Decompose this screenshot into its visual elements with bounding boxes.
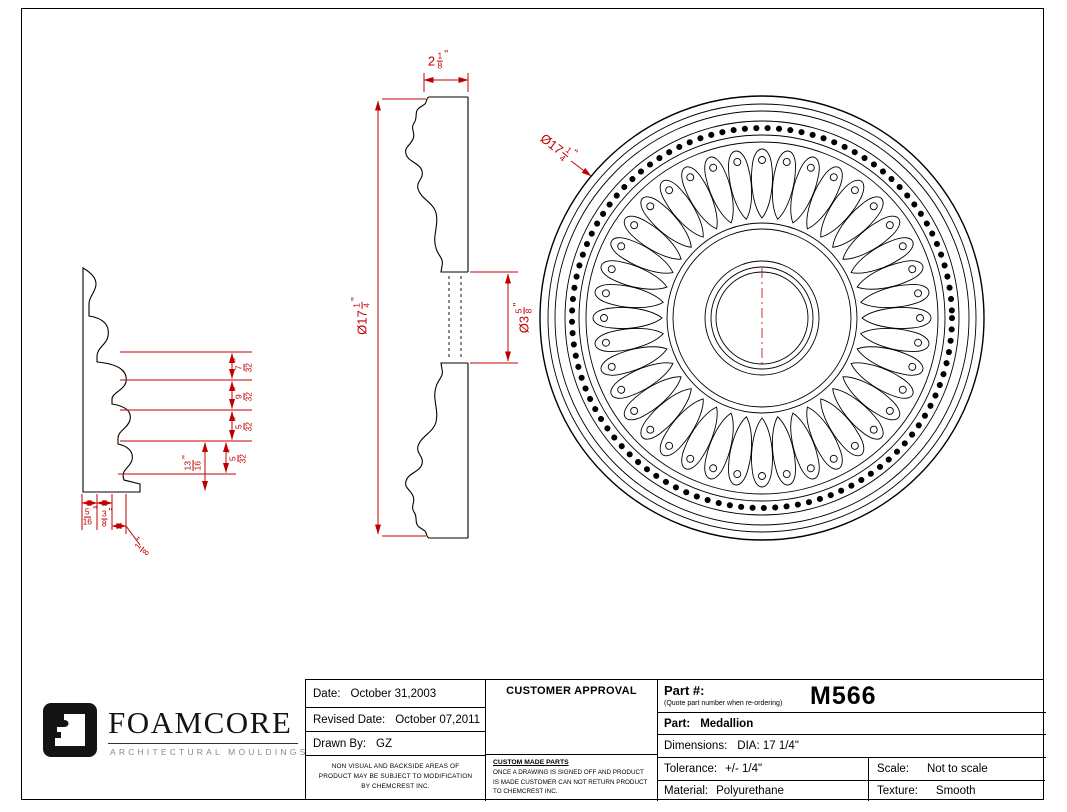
custom-parts-body: ONCE A DRAWING IS SIGNED OFF AND PRODUCT… xyxy=(493,769,648,796)
dimension-lines xyxy=(81,73,592,546)
part-number-row: Part #: (Quote part number when re-order… xyxy=(658,680,1046,713)
texture-label: Texture: xyxy=(877,784,918,797)
page-border xyxy=(21,8,1044,800)
dimensions-label: Dimensions: xyxy=(664,740,728,752)
title-block: Date: October 31,2003 Revised Date: Octo… xyxy=(305,679,1046,801)
company-logo: FOAMCORE ARCHITECTURAL MOULDINGS xyxy=(42,702,308,758)
moulding-profile-icon xyxy=(43,703,97,757)
part-row: Part: Medallion xyxy=(658,713,1046,735)
profile-view xyxy=(82,267,141,493)
company-tagline: ARCHITECTURAL MOULDINGS xyxy=(110,747,309,757)
hidden-bore-lines xyxy=(448,276,462,360)
part-number-subnote: (Quote part number when re-ordering) xyxy=(664,700,783,707)
revised-date-value: October 07,2011 xyxy=(395,713,481,726)
part-number: M566 xyxy=(810,682,877,710)
cross-section-view xyxy=(405,96,469,539)
medallion-rings xyxy=(539,95,985,541)
part-value: Medallion xyxy=(700,717,754,730)
front-view xyxy=(539,95,985,541)
revised-date-row: Revised Date: October 07,2011 xyxy=(306,708,485,732)
scale-label: Scale: xyxy=(877,763,909,775)
texture-value: Smooth xyxy=(935,784,976,797)
customer-approval-cell: CUSTOMER APPROVAL CUSTOM MADE PARTS ONCE… xyxy=(485,680,657,801)
date-label: Date: xyxy=(313,687,341,700)
drawn-by-value: GZ xyxy=(376,737,393,750)
tolerance-value: +/- 1/4" xyxy=(725,763,763,775)
company-name: FOAMCORE xyxy=(108,702,299,744)
drawn-by-label: Drawn By: xyxy=(313,737,367,750)
part-label: Part: xyxy=(664,717,691,730)
material-label: Material: xyxy=(664,784,709,797)
dimensions-row: Dimensions: DIA: 17 1/4" xyxy=(658,735,1046,758)
diameter-leader xyxy=(570,160,592,177)
tolerance-scale-row: Tolerance: +/- 1/4" Scale: Not to scale xyxy=(658,758,1045,781)
drawn-by-row: Drawn By: GZ xyxy=(306,732,485,756)
tolerance-label: Tolerance: xyxy=(664,763,718,775)
bead-ring xyxy=(569,125,955,511)
custom-parts-title: CUSTOM MADE PARTS xyxy=(493,759,569,766)
date-value: October 31,2003 xyxy=(350,687,437,700)
custom-parts-note: CUSTOM MADE PARTS ONCE A DRAWING IS SIGN… xyxy=(486,754,657,801)
customer-approval-label: CUSTOMER APPROVAL xyxy=(506,685,637,697)
part-number-label: Part #: xyxy=(664,683,705,698)
modification-note: NON VISUAL AND BACKSIDE AREAS OF PRODUCT… xyxy=(318,763,473,790)
revised-date-label: Revised Date: xyxy=(313,713,386,726)
material-value: Polyurethane xyxy=(716,784,784,797)
scale-value: Not to scale xyxy=(926,763,988,775)
dimensions-value: DIA: 17 1/4" xyxy=(737,740,799,752)
date-row: Date: October 31,2003 xyxy=(306,680,485,708)
part-info-block: Part #: (Quote part number when re-order… xyxy=(657,680,1046,801)
material-texture-row: Material: Polyurethane Texture: Smooth xyxy=(658,780,1045,801)
